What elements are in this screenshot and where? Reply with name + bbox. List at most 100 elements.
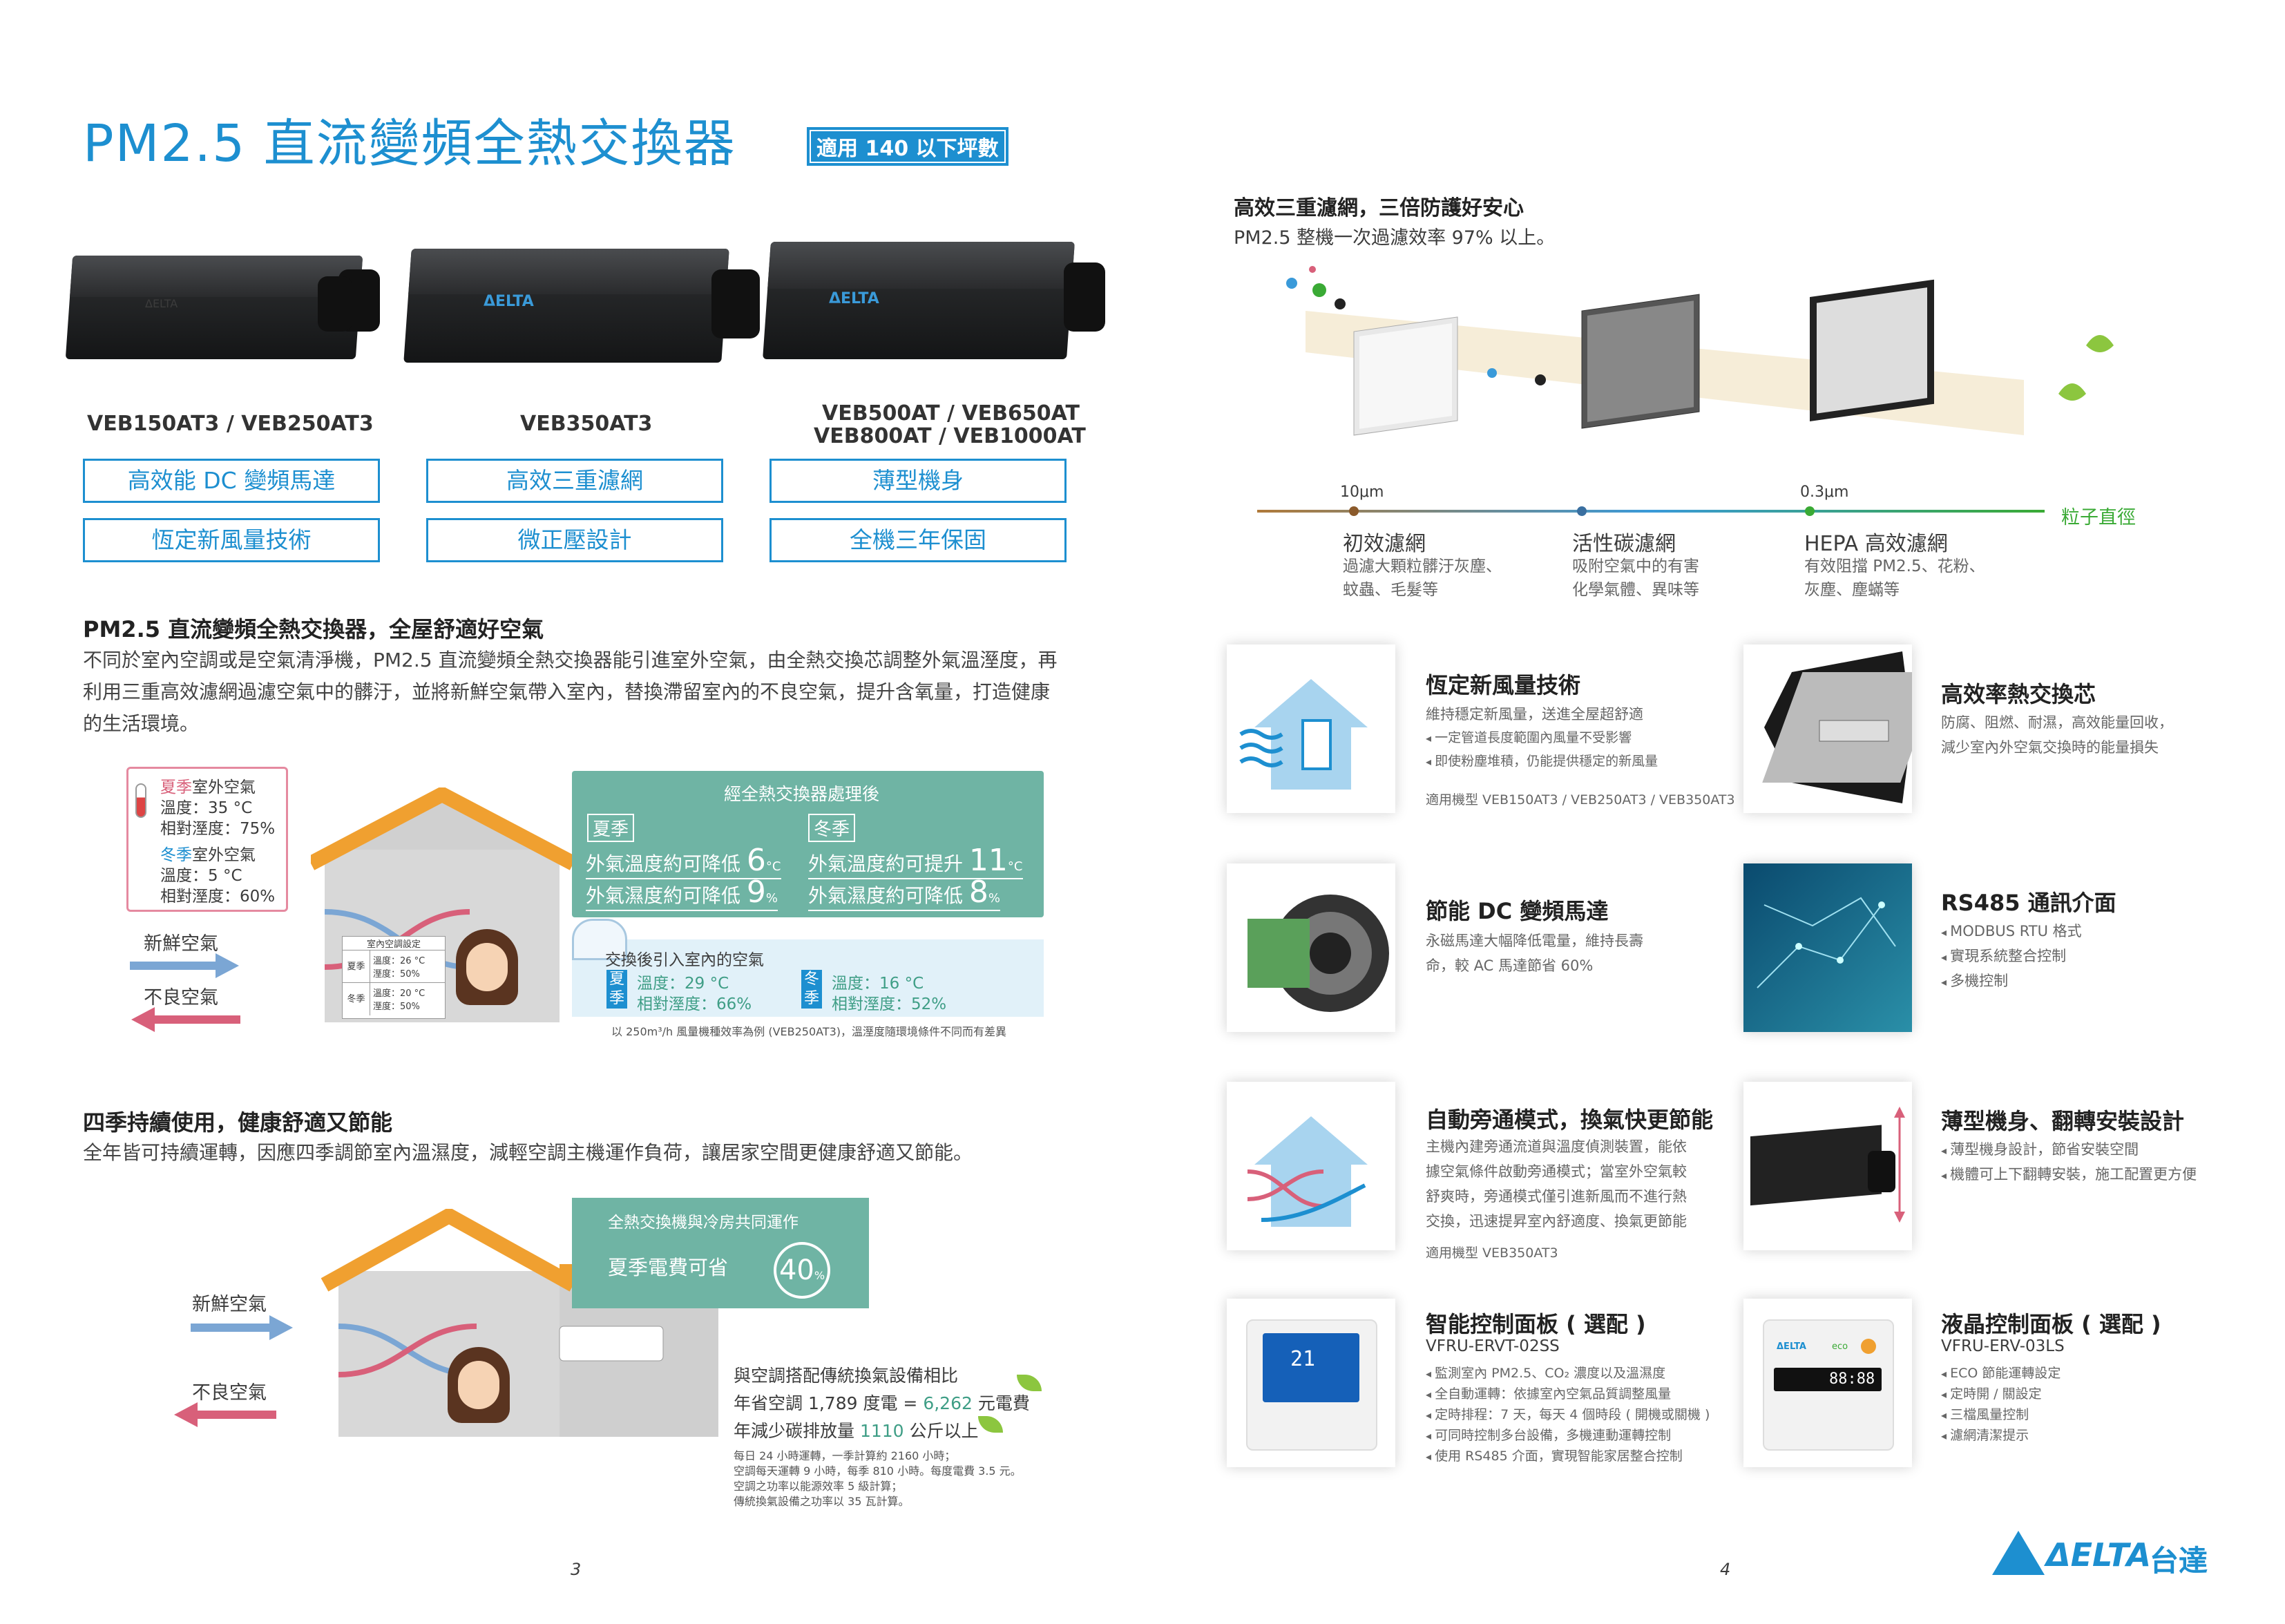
lcd-panel-eco: eco — [1832, 1341, 1848, 1352]
leaf-icon — [1017, 1375, 1042, 1391]
winter-hum-reduction: 外氣濕度約可降低 8% — [808, 875, 1001, 911]
summer-outdoor-temp: 溫度：35 °C — [160, 799, 253, 817]
ex-summer-hum: 相對溼度：66% — [637, 995, 752, 1013]
summer-outdoor-hum: 相對溼度：75% — [160, 820, 276, 838]
product-image-veb150: ΔELTA — [65, 256, 380, 359]
compare-carbon: 年減少碳排放量 1110 公斤以上 — [734, 1421, 979, 1441]
fresh-air-label-2: 新鮮空氣 — [192, 1294, 267, 1315]
page-title: PM2.5 直流變頻全熱交換器 — [83, 114, 736, 173]
bad-air-arrow-2 — [174, 1402, 276, 1427]
person-face — [466, 943, 508, 991]
rs485-image — [1743, 863, 1912, 1032]
card-bullet-smart-1: 監測室內 PM2.5、CO₂ 濃度以及溫濕度 — [1426, 1361, 1665, 1386]
card-bullet-rs485-2: 實現系統整合控制 — [1941, 944, 2066, 970]
model-label-3a: VEB500AT / VEB650AT — [822, 401, 1080, 426]
card-text-constant-airflow: 維持穩定新風量，送進全屋超舒適 — [1426, 706, 1643, 723]
product-image-veb350: ΔELTA — [403, 249, 760, 366]
ex-summer-tag: 夏季 — [606, 970, 627, 1009]
card-text-bypass-4: 交換，迅速提昇室內舒適度、換氣更節能 — [1426, 1213, 1687, 1230]
coverage-tag: 適用 140 以下坪數 — [807, 127, 1008, 166]
model-label-3b: VEB800AT / VEB1000AT — [814, 424, 1086, 448]
ex-summer-temp: 溫度：29 °C — [637, 975, 729, 993]
outdoor-air-card — [126, 767, 288, 912]
ex-winter-tag: 冬季 — [801, 970, 822, 1009]
feature-box-triple-filter: 高效三重濾網 — [426, 459, 723, 503]
card-bullet-rs485-3: 多機控制 — [1941, 968, 2008, 995]
card-bullet-smart-2: 全自動運轉：依據室內空氣品質調整風量 — [1426, 1382, 1671, 1407]
after-exchange-title: 經全熱交換器處理後 — [724, 784, 880, 804]
card-bullet-lcd-4: 濾網清潔提示 — [1941, 1423, 2029, 1449]
card-text-heat-core-2: 減少室內外空氣交換時的能量損失 — [1941, 739, 2159, 756]
filter-1-desc-1: 過濾大顆粒髒汙灰塵、 — [1343, 557, 1502, 575]
indoor-setting-box: 室內空調設定 夏季溫度：26 °C 溼度：50% 冬季溫度：20 °C 溼度：5… — [342, 936, 446, 1019]
summer-outdoor-label: 夏季室外空氣 — [160, 778, 256, 796]
card-title-heat-core: 高效率熱交換芯 — [1941, 681, 2096, 707]
card-title-thin-body: 薄型機身、翻轉安裝設計 — [1941, 1108, 2185, 1134]
seasons-text: 全年皆可持續運轉，因應四季調節室內溫濕度，減輕空調主機運作負荷，讓居家空間更健康… — [83, 1141, 973, 1164]
bad-air-label: 不良空氣 — [144, 987, 218, 1009]
lcd-panel-image: ΔELTA eco 88:88 — [1743, 1299, 1912, 1467]
card-model-lcd-panel: VFRU-ERV-03LS — [1941, 1337, 2065, 1355]
thermometer-icon — [135, 783, 146, 818]
filter-heading: 高效三重濾網，三倍防護好安心 — [1234, 196, 1524, 220]
intro-line-2: 利用三重高效濾網過濾空氣中的髒汙，並將新鮮空氣帶入室內，替換滯留室內的不良空氣，… — [83, 680, 1051, 703]
feature-box-positive-pressure: 微正壓設計 — [426, 518, 723, 562]
bad-air-label-2: 不良空氣 — [192, 1382, 267, 1404]
feature-box-constant-airflow: 恆定新風量技術 — [83, 518, 380, 562]
fresh-air-arrow-2 — [191, 1315, 293, 1340]
footnote-3: 空調之功率以能源效率 5 級計算； — [734, 1480, 903, 1493]
window-icon — [572, 919, 627, 960]
ex-winter-temp: 溫度：16 °C — [832, 975, 924, 993]
leaf-icon-2 — [978, 1416, 1003, 1433]
filter-2-desc-1: 吸附空氣中的有害 — [1572, 557, 1699, 575]
filter-2-desc-2: 化學氣體、異味等 — [1572, 581, 1699, 599]
feature-box-thin-body: 薄型機身 — [769, 459, 1067, 503]
intro-line-3: 的生活環境。 — [83, 712, 200, 735]
fresh-air-label: 新鮮空氣 — [144, 933, 218, 955]
ex-winter-hum: 相對溼度：52% — [832, 995, 947, 1013]
summer-temp-reduction: 外氣溫度約可降低 6°C — [586, 843, 781, 879]
card-note-bypass: 適用機型 VEB350AT3 — [1426, 1245, 1558, 1261]
card-bullet-lcd-1: ECO 節能運轉設定 — [1941, 1361, 2061, 1386]
particle-size-axis — [1257, 506, 2045, 516]
footnote-4: 傳統換氣設備之功率以 35 瓦計算。 — [734, 1495, 910, 1508]
card-bullet-lcd-3: 三檔風量控制 — [1941, 1402, 2029, 1428]
thin-body-image — [1743, 1082, 1912, 1250]
intro-line-1: 不同於室內空調或是空氣清淨機，PM2.5 直流變頻全熱交換器能引進室外空氣，由全… — [83, 649, 1058, 671]
card-text-bypass-1: 主機內建旁通流道與溫度偵測裝置，能依 — [1426, 1138, 1687, 1155]
scale-03um: 0.3μm — [1800, 484, 1849, 501]
card-title-bypass: 自動旁通模式，換氣快更節能 — [1426, 1107, 1714, 1133]
diagram-note: 以 250m³/h 風量機種效率為例 (VEB250AT3)，溫溼度隨環境條件不… — [611, 1025, 1007, 1038]
bypass-mode-image — [1227, 1082, 1395, 1250]
filter-3-desc-1: 有效阻擋 PM2.5、花粉、 — [1804, 557, 1985, 575]
constant-airflow-image — [1227, 644, 1395, 813]
feature-box-warranty: 全機三年保固 — [769, 518, 1067, 562]
model-label-1: VEB150AT3 / VEB250AT3 — [87, 412, 374, 436]
winter-temp-increase: 外氣溫度約可提升 11°C — [808, 843, 1023, 879]
winter-outdoor-hum: 相對溼度：60% — [160, 888, 276, 906]
card-title-smart-panel: 智能控制面板 ( 選配 ) — [1426, 1311, 1646, 1337]
footnote-2: 空調每天運轉 9 小時，每季 810 小時。每度電費 3.5 元。 — [734, 1464, 1022, 1478]
lcd-panel-brand: ΔELTA — [1777, 1341, 1806, 1352]
smart-panel-image: 21 — [1227, 1299, 1395, 1467]
seasons-heading: 四季持續使用，健康舒適又節能 — [83, 1109, 393, 1136]
savings-box-text: 夏季電費可省 — [608, 1256, 729, 1279]
card-note-constant: 適用機型 VEB150AT3 / VEB250AT3 / VEB350AT3 — [1426, 792, 1735, 808]
card-bullet-rs485-1: MODBUS RTU 格式 — [1941, 919, 2082, 945]
dc-motor-image — [1227, 863, 1395, 1032]
card-bullet-smart-5: 使用 RS485 介面，實現智能家居整合控制 — [1426, 1444, 1683, 1469]
scale-10um: 10μm — [1340, 484, 1384, 501]
footnote-1: 每日 24 小時運轉，一季計算約 2160 小時； — [734, 1449, 956, 1462]
card-text-dc-motor-2: 命，較 AC 馬達節省 60% — [1426, 957, 1594, 974]
compare-title: 與空調搭配傳統換氣設備相比 — [734, 1366, 959, 1386]
feature-box-dc-motor: 高效能 DC 變頻馬達 — [83, 459, 380, 503]
page-number-left: 3 — [571, 1560, 582, 1579]
filter-2-name: 活性碳濾網 — [1572, 532, 1676, 556]
delta-logo-text: ΔELTA — [2046, 1536, 2152, 1574]
intro-heading: PM2.5 直流變頻全熱交換器，全屋舒適好空氣 — [83, 616, 544, 642]
filter-3-desc-2: 灰塵、塵蟎等 — [1804, 581, 1900, 599]
after-exchange-panel — [572, 771, 1044, 917]
filter-1-name: 初效濾網 — [1343, 532, 1426, 556]
card-text-heat-core-1: 防腐、阻燃、耐濕，高效能量回收， — [1941, 714, 2173, 731]
smart-panel-screen-reading: 21 — [1290, 1347, 1316, 1371]
